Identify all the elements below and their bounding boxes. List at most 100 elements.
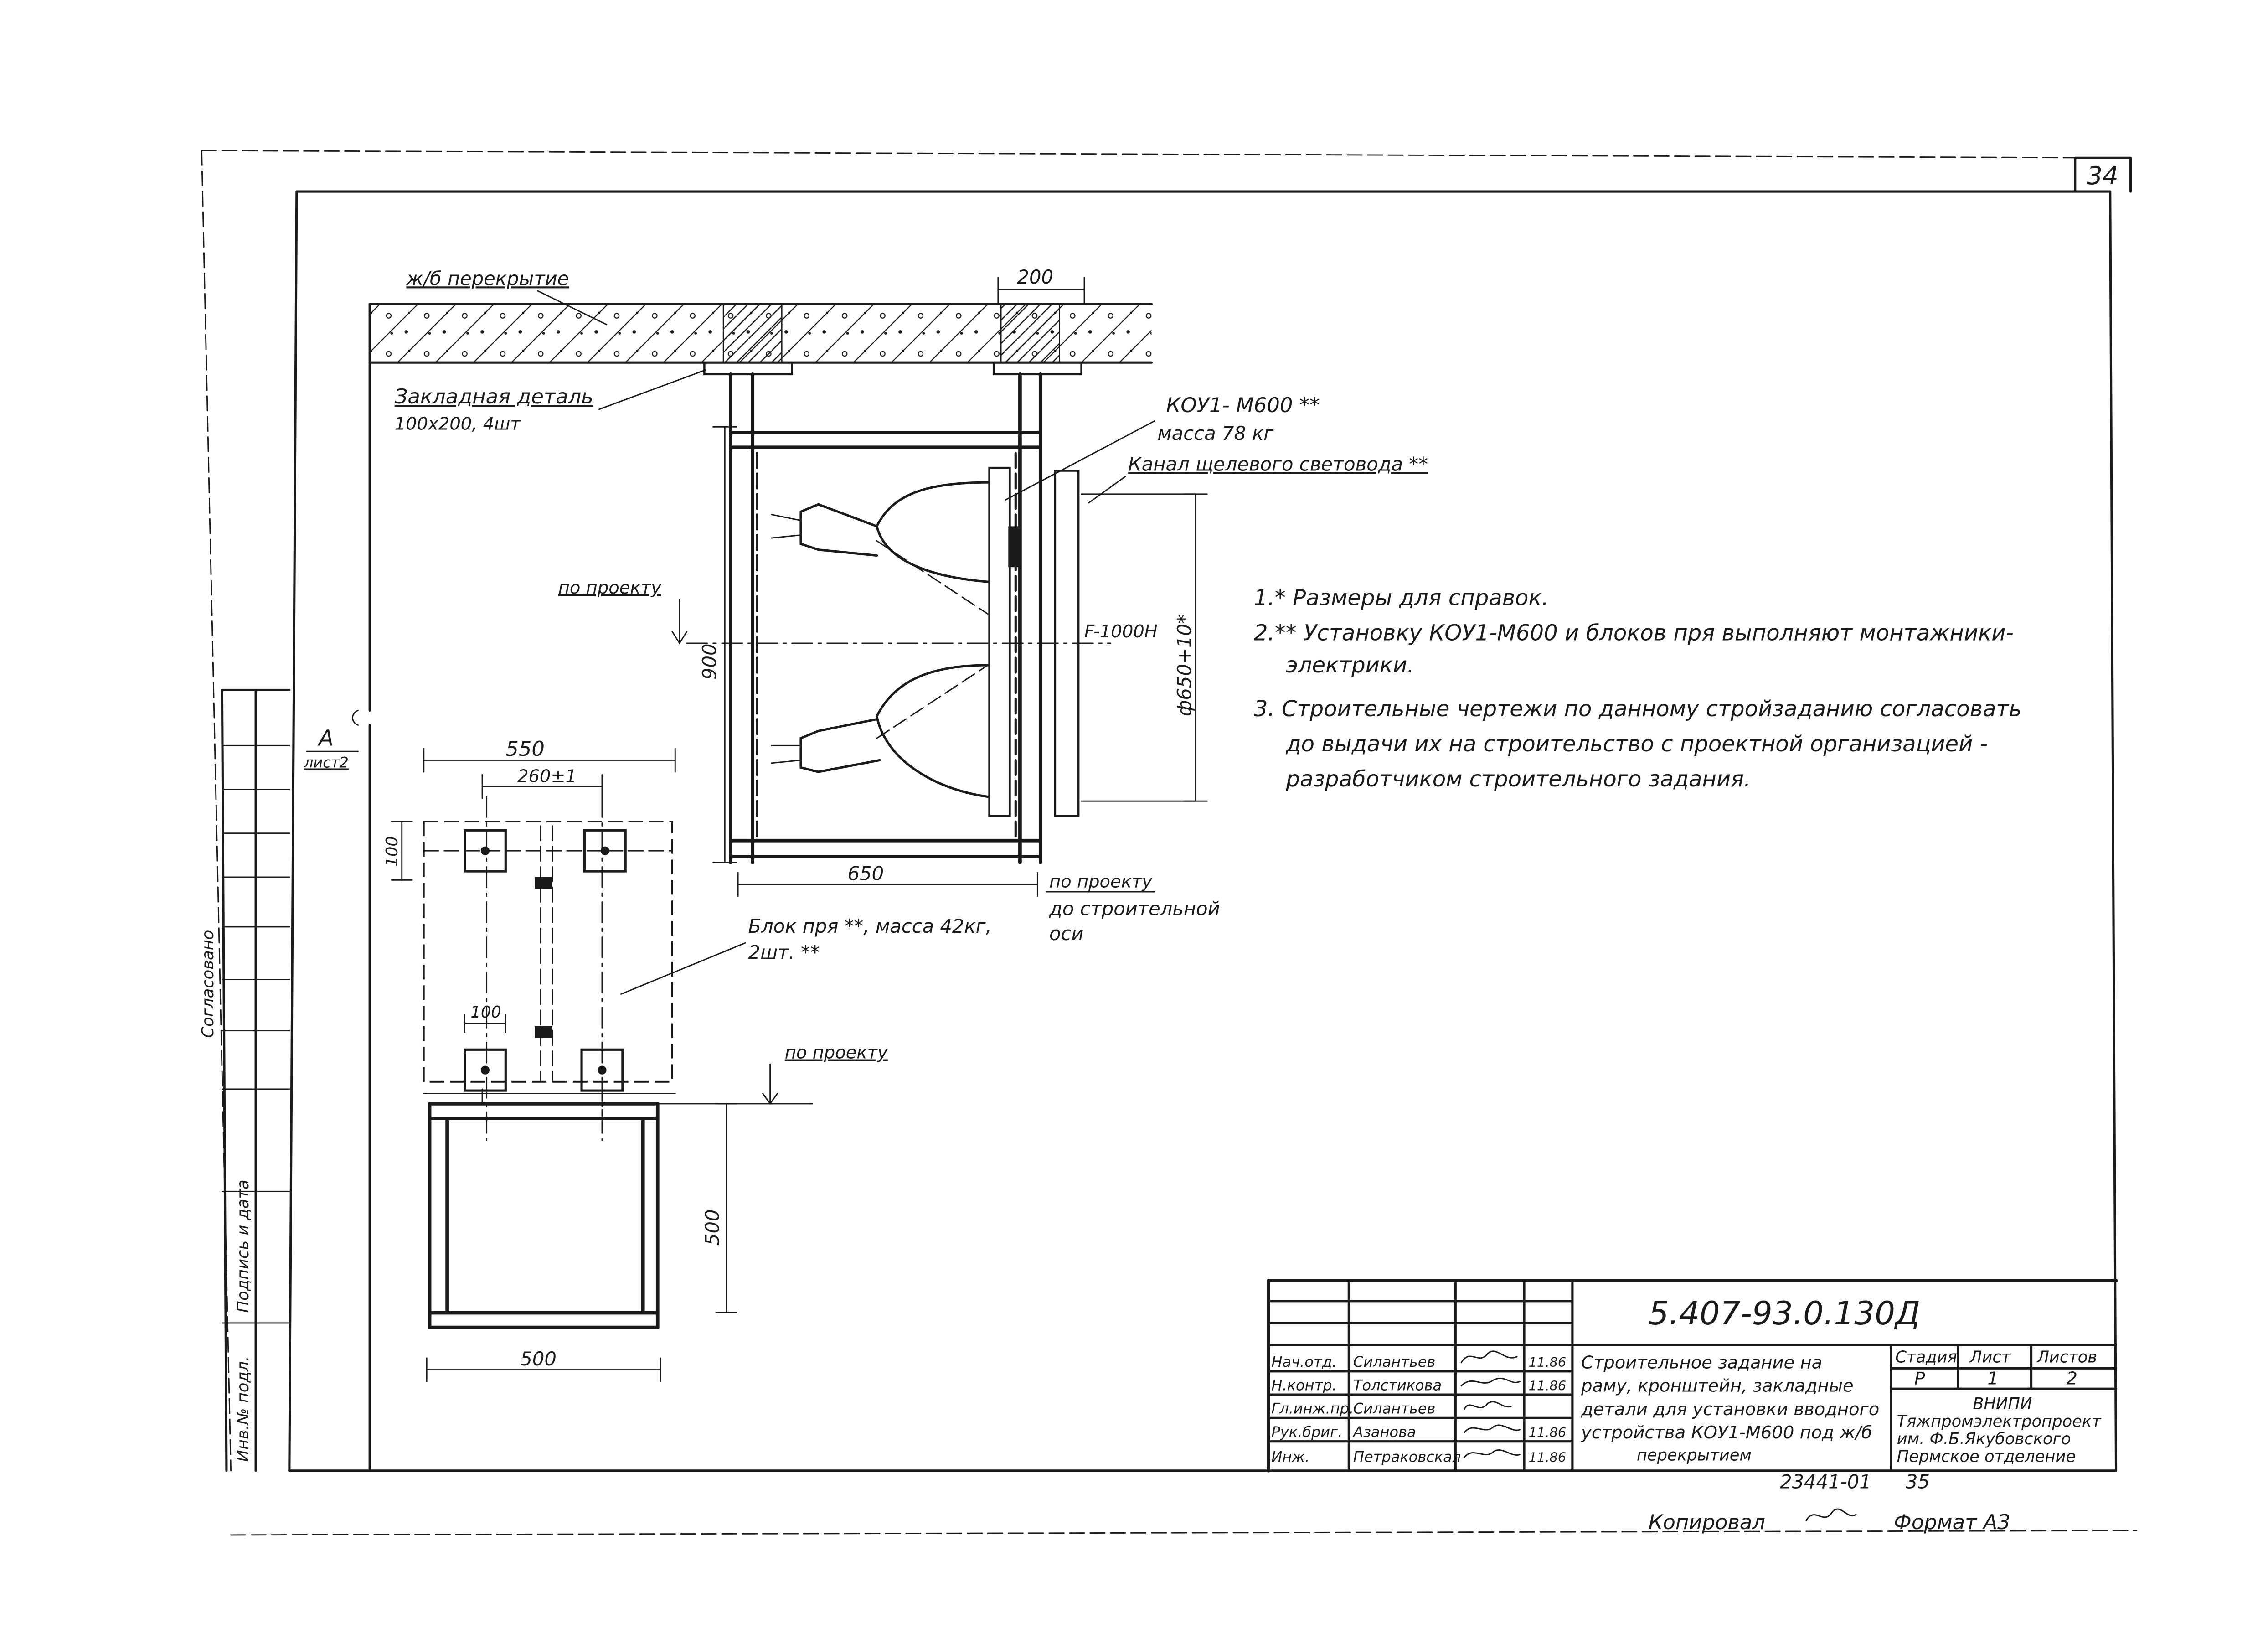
note-3-cont-2: разработчиком строительного задания. [1285,766,1751,792]
block-pria-plan [423,796,676,1141]
dimension-650-vertical: ф650+10* F-1000Н [1081,493,1208,802]
dimension-260: 260±1 [481,766,603,799]
stage-value: Р [1914,1369,1925,1389]
dimension-500-vertical: 500 по проекту [657,1043,888,1313]
signature-2 [1460,1377,1521,1387]
outer-frame [201,150,2137,1536]
left-approval-strip: Согласовано Подпись и дата Инв.№ подл. [199,688,291,1472]
block-callout: Блок пря **, масса 42кг, 2шт. ** [620,915,992,995]
name-2: Толстикова [1353,1376,1442,1394]
koui-label: КОУ1- М600 ** [1166,393,1320,417]
description-line-4: устройства КОУ1-М600 под ж/б [1581,1422,1872,1443]
copy-footer: Копировал Формат А3 [1649,1508,2010,1534]
view-a-sheet: лист2 [304,754,349,771]
date-2: 11.86 [1529,1378,1567,1393]
channel-label: Канал щелевого световода ** [1128,453,1428,476]
embedded-plates: Закладная деталь 100х200, 4шт [395,361,1082,434]
sheets-header: Листов [2036,1348,2097,1367]
dimension-100-lower: 100 [464,1003,506,1033]
approved-label: Согласовано [199,930,217,1038]
per-project-3: по проекту [785,1043,888,1063]
lower-stand-frame [428,1088,660,1329]
date-4: 11.86 [1529,1425,1567,1440]
dim-500-bottom-text: 500 [520,1348,557,1370]
view-a-letter: А [317,725,334,751]
dimension-900: 900 по проекту [558,426,737,863]
note-2: 2.** Установку КОУ1-М600 и блоков пря вы… [1254,620,2014,646]
view-a-marker: А лист2 [304,303,371,1472]
org-line-4: Пермское отделение [1897,1447,2076,1466]
dim-550-text: 550 [505,737,545,761]
title-block: 5.407-93.0.130Д Строительное задание на … [1267,1279,2118,1493]
dimension-500-bottom: 500 [426,1348,661,1382]
dim-100-left-text: 100 [383,836,402,867]
date-5: 11.86 [1529,1450,1567,1465]
description-line-3: детали для установки вводного [1581,1399,1879,1420]
dim-650-text: 650 [848,862,884,884]
signature-4 [1464,1424,1521,1433]
role-1: Нач.отд. [1271,1353,1336,1370]
archive-page: 35 [1906,1470,1930,1493]
sheets-value: 2 [2067,1369,2077,1389]
format-label: Формат А3 [1894,1510,2010,1534]
koui-frame [686,372,1112,864]
dimension-650: 650 по проекту до строительной оси [737,862,1220,945]
org-line-1: ВНИПИ [1973,1395,2032,1413]
name-4: Азанова [1352,1423,1416,1441]
dimension-100-left: 100 [383,821,413,881]
page-number: 34 [2087,161,2118,190]
role-4: Рук.бриг. [1271,1423,1342,1441]
org-line-2: Тяжпромэлектропроект [1897,1412,2102,1431]
dim-100-lower-text: 100 [470,1003,501,1022]
luminaire-upper [771,481,989,615]
dim-650-vertical-text: ф650+10* [1173,614,1196,716]
role-2: Н.контр. [1271,1376,1336,1394]
description-line-5: перекрытием [1637,1446,1752,1464]
note-3-cont-1: до выдачи их на строительство с проектно… [1285,731,1988,757]
dim-200-text: 200 [1017,266,1054,288]
per-project-2: по проекту [1049,871,1153,892]
dim-900-text: 900 [698,643,721,680]
date-1: 11.86 [1529,1354,1567,1370]
dimension-200-top: 200 [997,266,1085,305]
block-qty: 2шт. ** [748,941,820,964]
doc-code: 5.407-93.0.130Д [1649,1295,1921,1332]
concrete-slab: ж/б перекрытие [368,267,1153,364]
note-3: 3. Строительные чертежи по данному строй… [1254,696,2022,722]
embedded-part-label: Закладная деталь [395,384,593,408]
page-number-box: 34 [2074,156,2132,193]
stage-header: Стадия [1895,1348,1957,1367]
description-line-2: раму, кронштейн, закладные [1581,1376,1854,1396]
signature-5 [1464,1449,1521,1458]
name-1: Силантьев [1353,1353,1435,1370]
inventory-label: Инв.№ подл. [234,1356,253,1462]
sheet-value: 1 [1987,1369,1998,1389]
copier-signature [1805,1508,1857,1521]
dimension-550: 550 [423,737,676,773]
per-project-1: по проекту [558,578,662,598]
general-notes: 1.* Размеры для справок. 2.** Установку … [1254,585,2022,792]
signature-3 [1464,1401,1512,1410]
name-3: Силантьев [1353,1400,1435,1417]
to-axis-2: оси [1049,922,1083,945]
sheet-header: Лист [1969,1348,2011,1367]
to-axis-1: до строительной [1049,897,1220,920]
inner-frame [288,190,2118,1472]
koui-mass: масса 78 кг [1157,422,1274,445]
description-line-1: Строительное задание на [1581,1352,1822,1373]
role-5: Инж. [1271,1448,1309,1466]
dim-260-text: 260±1 [517,766,577,787]
embedded-part-spec: 100х200, 4шт [395,414,521,434]
signature-1 [1460,1350,1518,1363]
block-label: Блок пря **, масса 42кг, [748,915,992,937]
luminaire-lower [771,664,989,798]
copied-by: Копировал [1649,1510,1765,1534]
archive-number: 23441-01 [1780,1470,1871,1493]
org-line-3: им. Ф.Б.Якубовского [1897,1430,2071,1448]
koui-callout: КОУ1- М600 ** масса 78 кг Канал щелевого… [1005,393,1428,504]
name-5: Петраковская [1353,1448,1461,1466]
dim-500-vertical-text: 500 [701,1209,723,1246]
dim-f1000-text: F-1000Н [1084,621,1158,642]
note-1: 1.* Размеры для справок. [1254,585,1549,611]
